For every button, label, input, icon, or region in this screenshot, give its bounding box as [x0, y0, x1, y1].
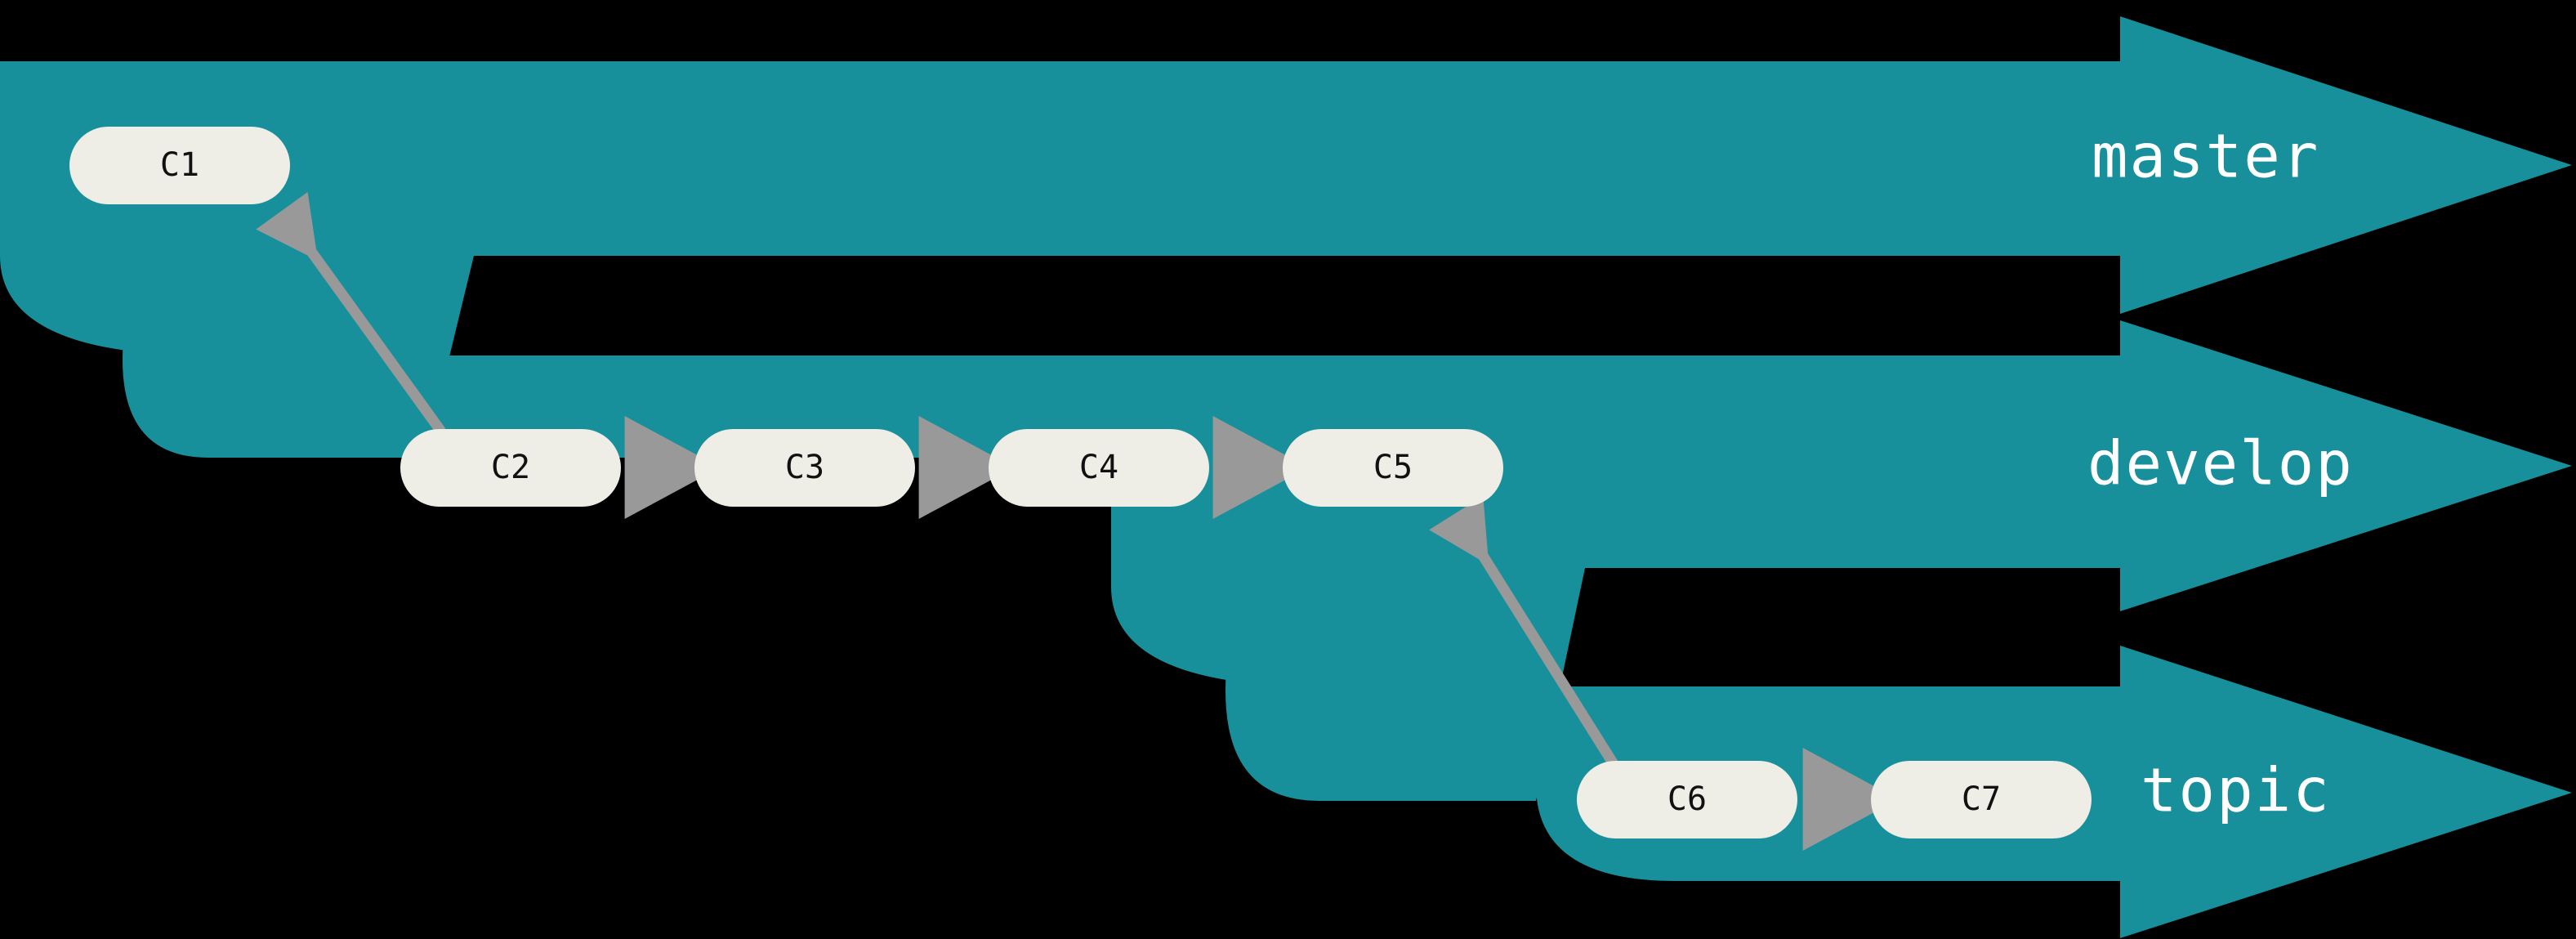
branch-band-master	[0, 16, 2572, 355]
commit-pill	[1577, 761, 1797, 838]
commit-label-c4: C4	[1079, 449, 1118, 486]
commit-label-c3: C3	[785, 449, 824, 486]
commit-node-c2[interactable]: C2	[400, 429, 621, 507]
edge-c2-c1	[256, 191, 446, 435]
commit-node-c4[interactable]: C4	[989, 429, 1209, 507]
commit-node-c7[interactable]: C7	[1871, 761, 2092, 838]
branch-label-master: master	[2092, 122, 2319, 192]
edge-c6-c5	[1429, 495, 1618, 767]
commit-label-c2: C2	[491, 449, 530, 486]
commit-node-c1[interactable]: C1	[69, 127, 290, 204]
commit-nodes-group: C1 C2 C3 C4 C5 C6	[69, 127, 2092, 838]
band-joint-master-develop	[123, 256, 474, 458]
commit-label-c7: C7	[1962, 780, 2001, 818]
commit-label-c6: C6	[1667, 780, 1707, 818]
commit-label-c1: C1	[160, 146, 199, 184]
commit-pill	[694, 429, 915, 507]
commit-pill	[1871, 761, 2092, 838]
commit-pill	[69, 127, 290, 204]
band-joint-develop-topic	[1225, 568, 1585, 801]
commit-pill	[989, 429, 1209, 507]
commit-node-c3[interactable]: C3	[694, 429, 915, 507]
branch-label-topic: topic	[2141, 756, 2331, 826]
commit-label-c5: C5	[1373, 449, 1413, 486]
branch-labels-group: master develop topic	[2087, 122, 2354, 826]
commit-edges-group	[256, 191, 1899, 851]
commit-node-c5[interactable]: C5	[1283, 429, 1503, 507]
commit-pill	[400, 429, 621, 507]
commit-node-c6[interactable]: C6	[1577, 761, 1797, 838]
branch-band-develop	[425, 320, 2572, 686]
commit-pill	[1283, 429, 1503, 507]
branch-label-develop: develop	[2087, 429, 2354, 499]
